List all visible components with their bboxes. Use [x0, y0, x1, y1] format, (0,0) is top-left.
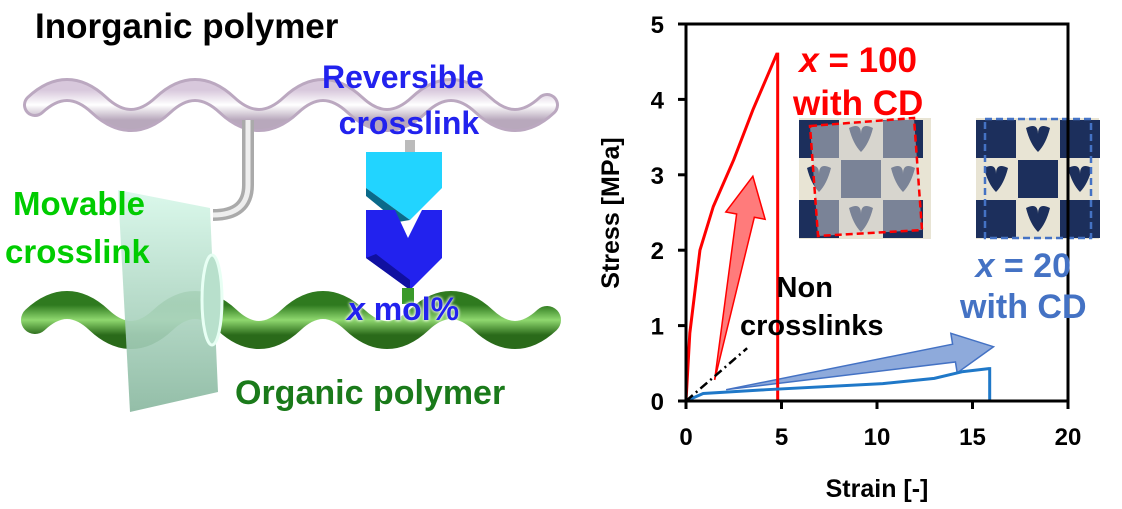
photo-x20-sample [976, 117, 1100, 240]
x100-annotation: x = 100 with CD [793, 40, 923, 125]
movable-crosslink-label: Movable crosslink [5, 180, 150, 276]
x-tick-label: 15 [959, 424, 986, 451]
photo-x100-sample [799, 116, 931, 239]
y-tick-label: 4 [651, 87, 665, 114]
mol-unit: mol% [364, 291, 460, 327]
organic-polymer-label: Organic polymer [235, 374, 506, 412]
reversible-line2: crosslink [338, 105, 480, 142]
y-tick-label: 2 [651, 238, 664, 265]
movable-line2: crosslink [5, 232, 150, 270]
x20-eq: = 20 [994, 247, 1072, 285]
polymer-diagram [21, 78, 561, 412]
y-tick-label: 5 [651, 12, 664, 39]
non-line1: Non [776, 272, 833, 304]
x-axis-label: Strain [-] [826, 475, 929, 503]
x20-annotation: x = 20 with CD [960, 246, 1087, 329]
organic-polymer-chain [21, 291, 561, 349]
y-tick-label: 3 [651, 163, 664, 190]
host-block-icon [366, 152, 442, 220]
reversible-crosslink-label: Reversible crosslink [322, 54, 484, 147]
x20-line2: with CD [960, 288, 1087, 327]
y-tick-label: 0 [651, 389, 664, 416]
x20-var: x [975, 247, 995, 285]
series-1-line [684, 52, 780, 402]
non-crosslinks-annotation: Non crosslinks [740, 270, 883, 345]
x-tick-label: 0 [679, 424, 692, 451]
reversible-line1: Reversible [322, 59, 484, 95]
movable-line1: Movable [13, 185, 146, 222]
x100-eq: = 100 [818, 41, 918, 80]
x-tick-label: 10 [864, 424, 891, 451]
cyclodextrin-ring-icon [118, 190, 218, 412]
series-2-line [685, 367, 992, 403]
x100-var: x [799, 41, 819, 80]
mol-variable: x [347, 291, 365, 327]
y-tick-label: 1 [651, 314, 664, 341]
mol-percent-label: x mol% [347, 293, 459, 325]
inorganic-polymer-label: Inorganic polymer [35, 7, 339, 46]
non-line2: crosslinks [740, 309, 884, 342]
x-tick-label: 5 [775, 424, 788, 451]
x-tick-label: 20 [1055, 424, 1082, 451]
x100-line2: with CD [793, 83, 924, 123]
series-3-line [685, 347, 748, 402]
